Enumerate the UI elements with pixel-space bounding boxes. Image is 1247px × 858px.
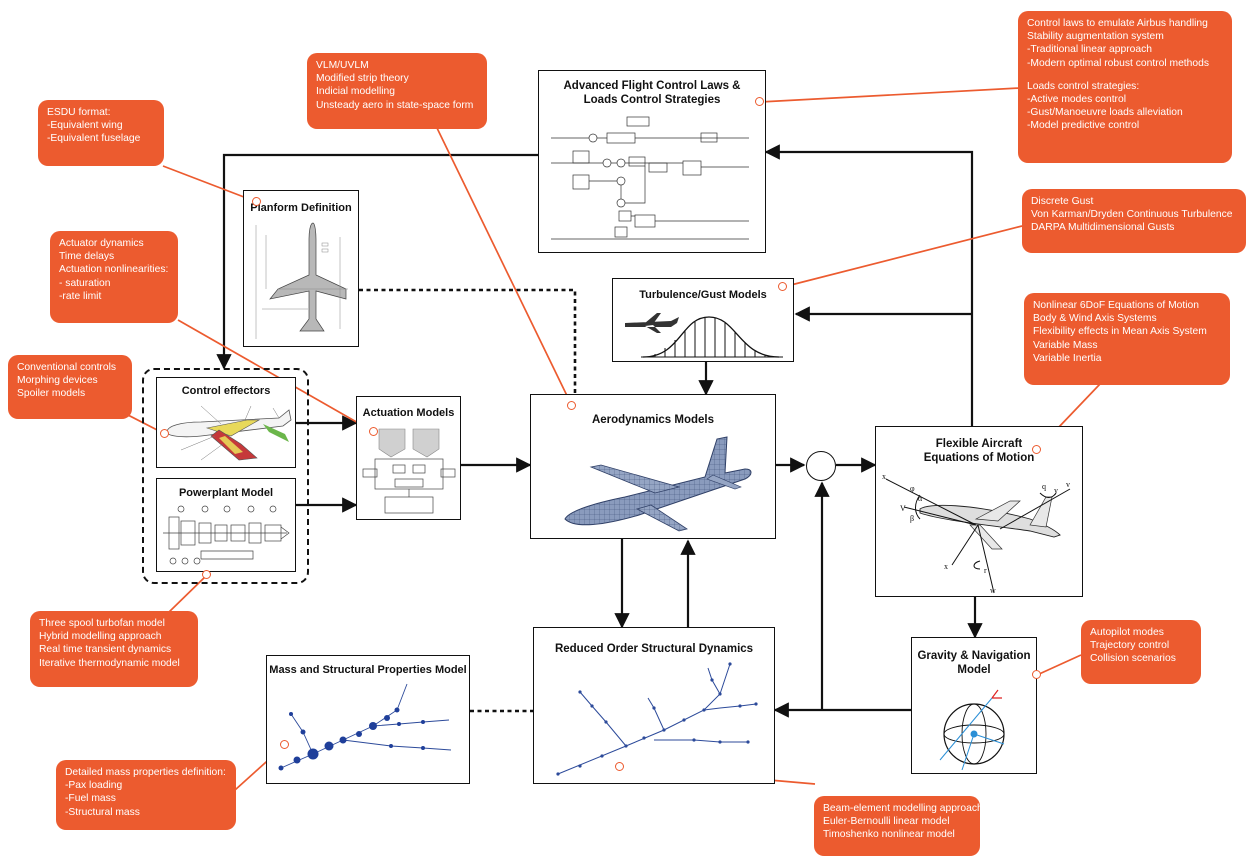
callout-conventional-controls: Conventional controls Morphing devices S… <box>8 355 132 419</box>
leader-vlm <box>436 127 573 407</box>
mass-structural-properties-block: Mass and Structural Properties Model <box>266 655 470 784</box>
svg-text:q: q <box>1042 482 1046 491</box>
control-surfaces-drawing <box>166 405 292 461</box>
anchor-dot-structural <box>615 762 624 771</box>
planform-drawing <box>255 222 348 339</box>
svg-text:v: v <box>1066 480 1070 489</box>
aerodynamics-models-block: Aerodynamics Models <box>530 394 776 539</box>
anchor-dot-mass <box>280 740 289 749</box>
flight-control-output <box>216 153 538 370</box>
turbulence-title: Turbulence/Gust Models <box>639 289 767 301</box>
anchor-dot-planform <box>252 197 261 206</box>
svg-text:x: x <box>882 472 886 481</box>
anchor-dot-flight-control <box>755 97 764 106</box>
flexible-aircraft-eom-block: Flexible Aircraft Equations of Motion x v… <box>875 426 1083 597</box>
svg-text:r: r <box>984 566 987 575</box>
leader-control-laws <box>759 87 1021 103</box>
anchor-dot-actuation <box>369 427 378 436</box>
callout-mass-properties: Detailed mass properties definition: -Pa… <box>56 760 236 830</box>
aerodynamics-title: Aerodynamics Models <box>591 414 715 426</box>
callout-beam-element: Beam-element modelling approach Euler-Be… <box>814 796 983 856</box>
leader-autopilot <box>1036 654 1082 676</box>
anchor-dot-aero <box>567 401 576 410</box>
leader-gust <box>782 225 1023 288</box>
callout-actuator-dynamics: Actuator dynamics Time delays Actuation … <box>50 231 178 323</box>
eom-title: Flexible Aircraft Equations of Motion <box>923 438 1035 464</box>
callout-control-laws: Control laws to emulate Airbus handling … <box>1018 11 1232 163</box>
svg-text:V: V <box>900 504 906 513</box>
anchor-dot-gravity <box>1032 670 1041 679</box>
powerplant-title: Powerplant Model <box>178 487 274 499</box>
gravity-title: Gravity & Navigation Model <box>917 650 1031 676</box>
anchor-dot-turbulence <box>778 282 787 291</box>
gravity-navigation-block: Gravity & Navigation Model <box>911 637 1037 774</box>
planform-definition-block: Planform Definition <box>243 190 359 347</box>
leader-turbofan <box>167 574 208 614</box>
turbofan-schematic <box>163 505 290 565</box>
mass-title: Mass and Structural Properties Model <box>269 664 467 676</box>
leader-esdu <box>162 165 258 203</box>
callout-esdu-format: ESDU format: -Equivalent wing -Equivalen… <box>38 100 164 166</box>
actuation-models-block: Actuation Models <box>356 396 461 520</box>
anchor-dot-effectors <box>160 429 169 438</box>
summing-junction <box>806 451 836 481</box>
svg-text:x: x <box>944 562 948 571</box>
svg-text:φ: φ <box>910 484 915 493</box>
control-law-block-diagram <box>551 116 749 240</box>
svg-text:w: w <box>990 586 996 595</box>
callout-gust-models: Discrete Gust Von Karman/Dryden Continuo… <box>1022 189 1246 253</box>
flight-control-title: Advanced Flight Control Laws & Loads Con… <box>563 80 741 106</box>
effectors-powerplant-group <box>142 368 309 584</box>
svg-text:y: y <box>1054 486 1058 495</box>
planform-title: Planform Definition <box>250 202 352 214</box>
callout-eom-description: Nonlinear 6DoF Equations of Motion Body … <box>1024 293 1230 385</box>
lumped-mass-figure <box>278 683 452 771</box>
aero-panel-mesh <box>564 436 752 532</box>
gust-profile-figure <box>625 313 783 358</box>
control-effectors-title: Control effectors <box>181 385 271 397</box>
turbulence-gust-block: Turbulence/Gust Models <box>612 278 794 362</box>
structural-title: Reduced Order Structural Dynamics <box>554 643 754 655</box>
actuation-diagram <box>362 428 456 514</box>
earth-globe-figure <box>939 689 1005 770</box>
small-aircraft-icon <box>625 313 679 333</box>
callout-turbofan-model: Three spool turbofan model Hybrid modell… <box>30 611 198 687</box>
leader-actuator <box>177 319 375 433</box>
anchor-dot-eom <box>1032 445 1041 454</box>
callout-aero-methods: VLM/UVLM Modified strip theory Indicial … <box>307 53 487 129</box>
beam-model-figure <box>556 662 758 776</box>
svg-text:β: β <box>910 514 914 523</box>
powerplant-model-block: Powerplant Model <box>156 478 296 572</box>
control-effectors-block: Control effectors <box>156 377 296 468</box>
planform-to-aero-dotted <box>359 288 577 394</box>
reduced-order-structural-block: Reduced Order Structural Dynamics <box>533 627 775 784</box>
feedback-to-flight-control <box>764 144 974 426</box>
svg-text:α: α <box>918 494 923 503</box>
callout-autopilot: Autopilot modes Trajectory control Colli… <box>1081 620 1201 684</box>
anchor-dot-powerplant <box>202 570 211 579</box>
flight-control-laws-block: Advanced Flight Control Laws & Loads Con… <box>538 70 766 253</box>
actuation-title: Actuation Models <box>362 407 455 419</box>
